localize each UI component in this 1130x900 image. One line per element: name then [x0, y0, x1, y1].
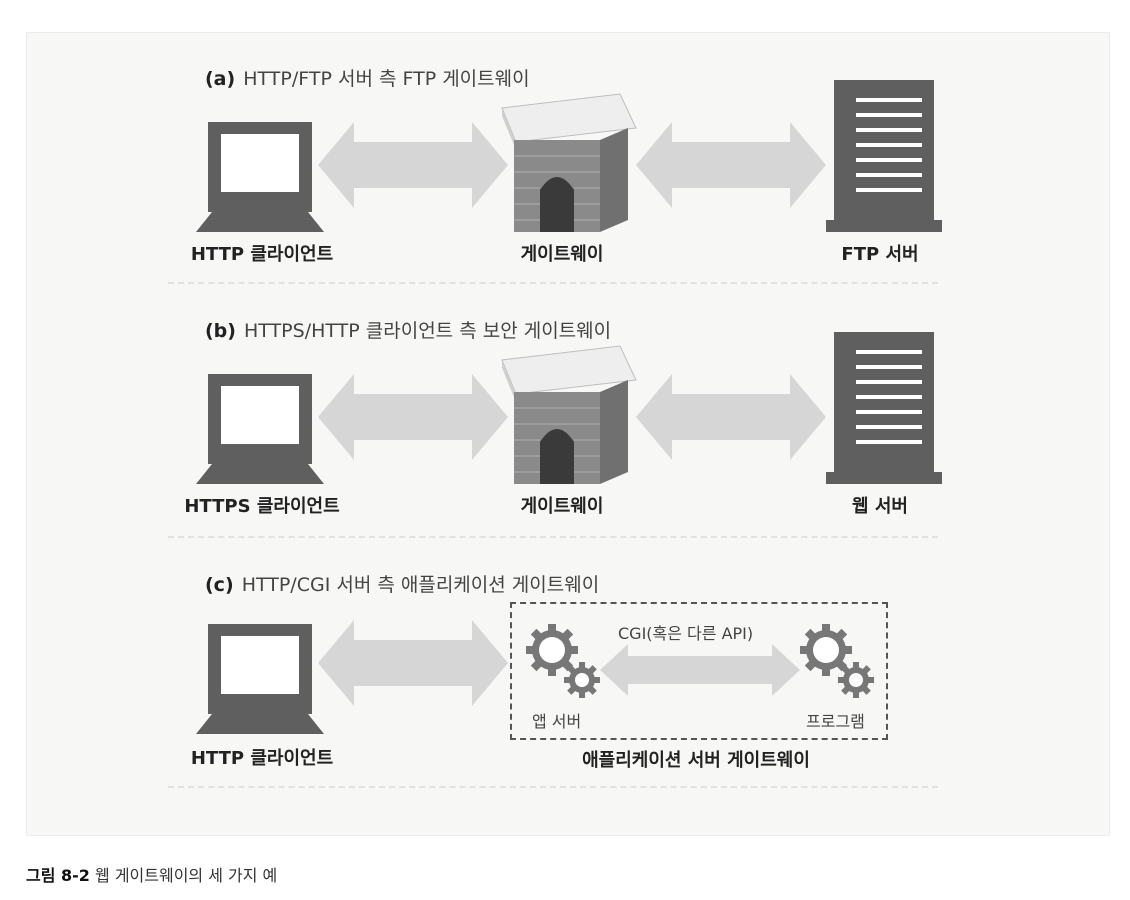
server-label: 웹 서버	[852, 496, 908, 517]
section-divider	[168, 282, 938, 284]
gateway-label: 게이트웨이	[520, 496, 604, 517]
application-gateway-label: 애플리케이션 서버 게이트웨이	[582, 750, 810, 771]
section-divider	[168, 536, 938, 538]
double-arrow-icon	[318, 620, 508, 706]
section-divider	[168, 786, 938, 788]
gateway-arch-icon	[501, 345, 637, 484]
gears-icon	[800, 624, 874, 698]
section-b-title-text: HTTPS/HTTP 클라이언트 측 보안 게이트웨이	[244, 320, 612, 342]
computer-icon	[196, 624, 324, 734]
server-label: FTP 서버	[841, 244, 919, 265]
figure-caption: 그림 8-2 웹 게이트웨이의 세 가지 예	[26, 862, 277, 886]
server-icon	[826, 332, 942, 484]
client-label: HTTP 클라이언트	[190, 748, 334, 769]
gateway-arch-icon	[501, 93, 637, 232]
double-arrow-icon	[636, 122, 826, 208]
computer-icon	[196, 122, 324, 232]
server-icon	[826, 80, 942, 232]
client-label: HTTP 클라이언트	[190, 244, 334, 265]
section-b-title: (b) HTTPS/HTTP 클라이언트 측 보안 게이트웨이	[205, 316, 611, 343]
section-a-title: (a) HTTP/FTP 서버 측 FTP 게이트웨이	[205, 64, 530, 91]
program-label: 프로그램	[806, 712, 865, 731]
figure-number: 그림 8-2	[26, 866, 90, 885]
section-c-title-text: HTTP/CGI 서버 측 애플리케이션 게이트웨이	[241, 574, 600, 596]
double-arrow-icon	[318, 374, 508, 460]
section-a-letter: (a)	[205, 68, 236, 90]
caption-text: 웹 게이트웨이의 세 가지 예	[95, 866, 278, 885]
section-b-letter: (b)	[205, 320, 236, 342]
section-a-title-text: HTTP/FTP 서버 측 FTP 게이트웨이	[243, 68, 530, 90]
application-gateway-box	[510, 602, 888, 740]
gears-icon	[526, 624, 600, 698]
double-arrow-icon	[318, 122, 508, 208]
app-server-label: 앱 서버	[532, 712, 582, 731]
double-arrow-icon	[600, 644, 800, 696]
section-c-letter: (c)	[205, 574, 234, 596]
gateway-label: 게이트웨이	[520, 244, 604, 265]
cgi-label: CGI(혹은 다른 API)	[618, 624, 754, 643]
section-c-title: (c) HTTP/CGI 서버 측 애플리케이션 게이트웨이	[205, 570, 599, 597]
client-label: HTTPS 클라이언트	[184, 496, 340, 517]
computer-icon	[196, 374, 324, 484]
double-arrow-icon	[636, 374, 826, 460]
